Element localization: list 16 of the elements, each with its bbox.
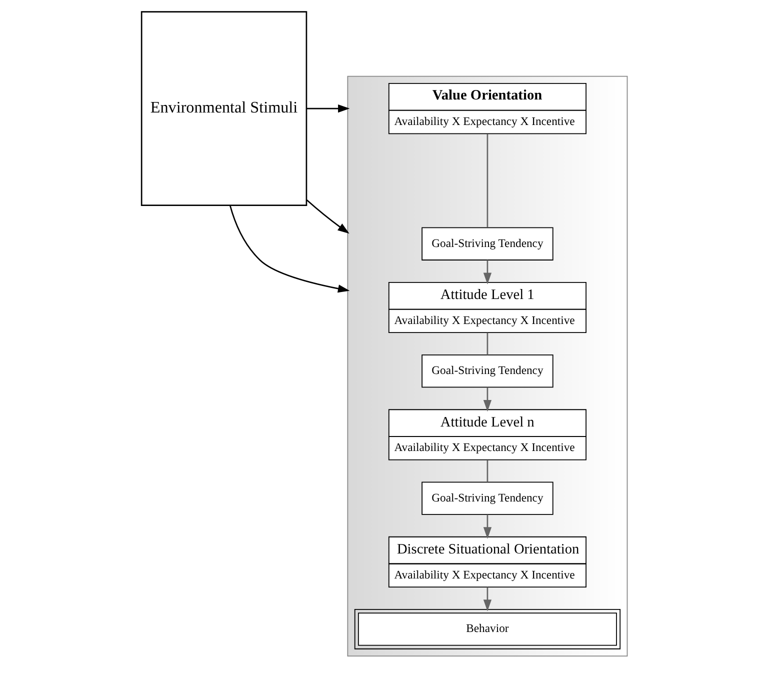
connector — [486, 460, 488, 482]
cluster — [347, 76, 628, 656]
node-box: Goal-Striving Tendency — [422, 482, 554, 515]
node-box: Behavior — [354, 609, 621, 650]
node-box: Environmental Stimuli — [140, 11, 308, 206]
arrow — [483, 514, 492, 539]
node-box: Goal-Striving Tendency — [422, 227, 554, 260]
arrow — [306, 200, 350, 234]
arrow — [229, 205, 350, 293]
arrow — [483, 587, 492, 612]
connector — [486, 332, 488, 355]
connector — [486, 134, 488, 228]
node-box: Goal-Striving Tendency — [422, 354, 554, 388]
arrow — [306, 104, 350, 113]
arrow — [483, 260, 492, 284]
arrow — [483, 387, 492, 412]
